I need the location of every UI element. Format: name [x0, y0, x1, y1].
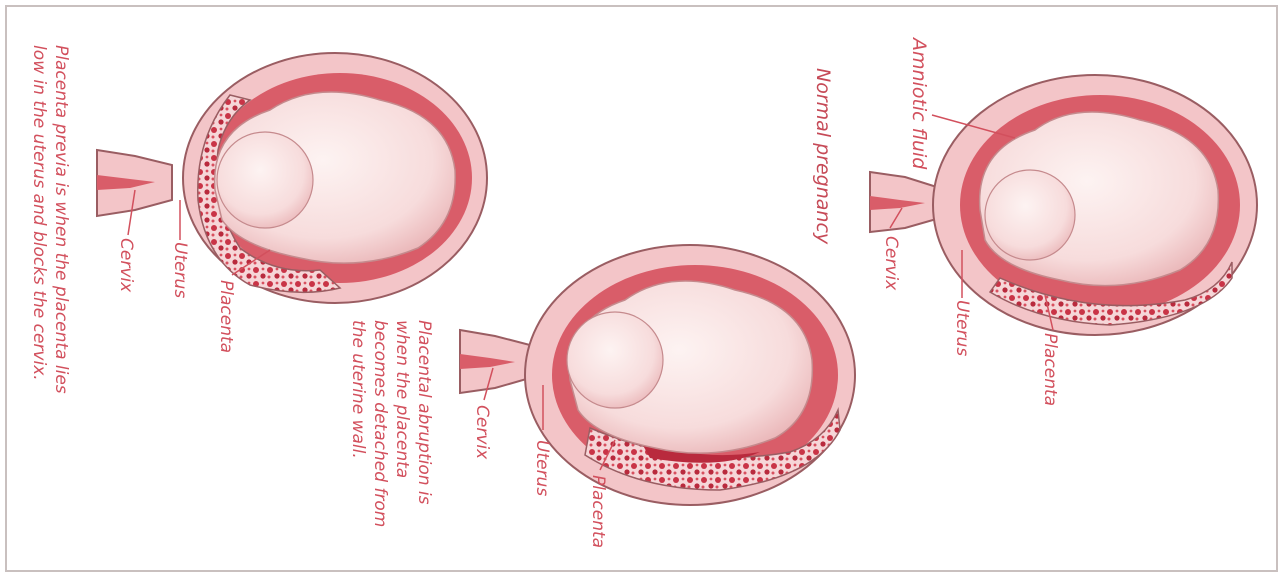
- normal-amniotic-fluid-label: Amniotic fluid: [907, 38, 930, 169]
- previa-uterus-label: Uterus: [170, 242, 190, 298]
- previa-uterus-diagram: [97, 53, 487, 303]
- abruption-cervix-label: Cervix: [472, 405, 492, 459]
- abruption-uterus-diagram: [460, 245, 855, 505]
- previa-caption: Placenta previa is when the placenta lie…: [28, 45, 72, 394]
- previa-cervix-label: Cervix: [116, 238, 136, 292]
- normal-cervix-label: Cervix: [881, 236, 901, 290]
- previa-placenta-label: Placenta: [216, 280, 236, 353]
- abruption-caption: Placental abruption is when the placenta…: [347, 320, 435, 527]
- normal-placenta-label: Placenta: [1040, 333, 1060, 406]
- normal-pregnancy-title: Normal pregnancy: [811, 68, 834, 244]
- abruption-placenta-label: Placenta: [588, 475, 608, 548]
- abruption-uterus-label: Uterus: [532, 440, 552, 496]
- normal-uterus-label: Uterus: [952, 300, 972, 356]
